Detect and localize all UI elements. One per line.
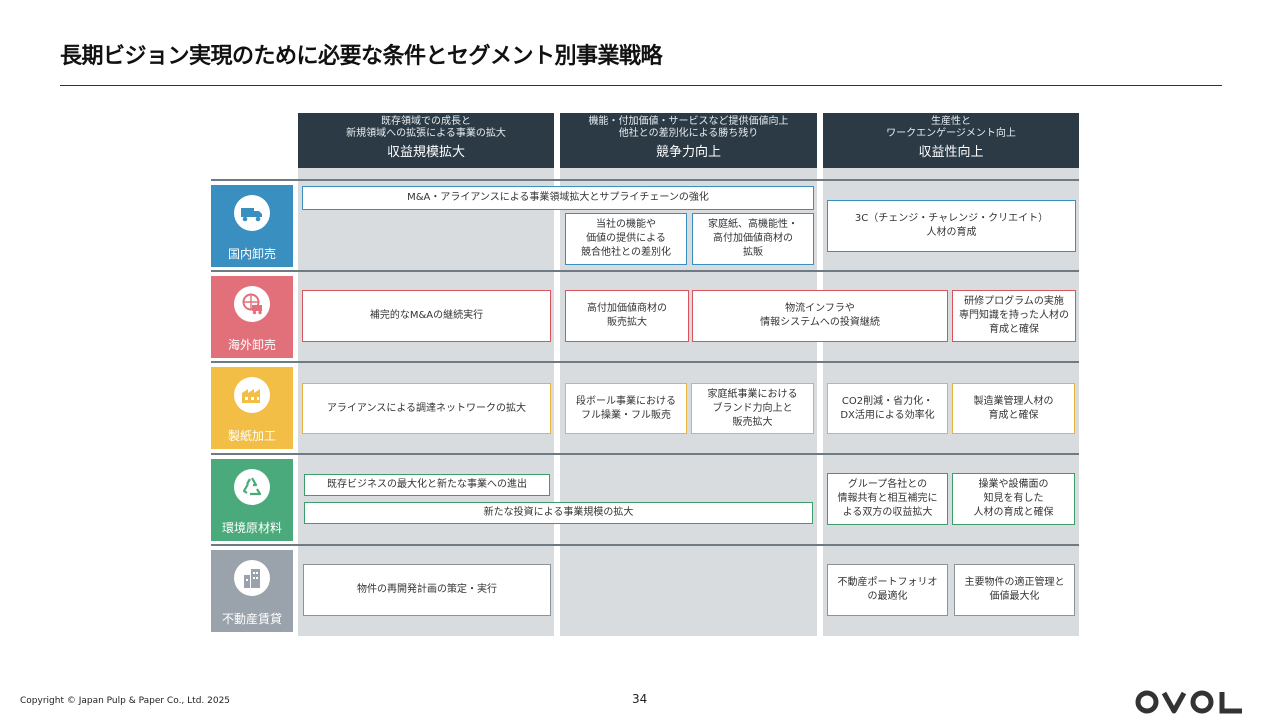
strategy-box-env-investment: 新たな投資による事業規模の拡大 bbox=[304, 502, 813, 524]
column-header-description: 機能・付加価値・サービスなど提供価値向上 他社との差別化による勝ち残り bbox=[588, 116, 789, 139]
column-header-title: 収益性向上 bbox=[918, 145, 984, 160]
segment-domestic-wholesale: 国内卸売 bbox=[211, 185, 293, 267]
segment-environmental-materials: 環境原材料 bbox=[211, 459, 293, 541]
strategy-box-env-hr: 操業や設備面の 知見を有した 人材の育成と確保 bbox=[952, 473, 1075, 525]
strategy-box-overseas-training: 研修プログラムの実施 専門知識を持った人材の 育成と確保 bbox=[952, 290, 1076, 342]
title-divider bbox=[60, 85, 1222, 86]
strategy-box-paper-household: 家庭紙事業における ブランド力向上と 販売拡大 bbox=[691, 383, 814, 434]
factory-icon bbox=[234, 377, 270, 413]
column-header-scale: 既存領域での成長と 新規領域への拡張による事業の拡大 収益規模拡大 bbox=[298, 113, 554, 168]
recycle-icon bbox=[234, 469, 270, 505]
strategy-box-domestic-household: 家庭紙、高機能性・ 高付加価値商材の 拡販 bbox=[692, 213, 814, 265]
column-header-description: 生産性と ワークエンゲージメント向上 bbox=[886, 116, 1016, 139]
segment-overseas-wholesale: 海外卸売 bbox=[211, 276, 293, 358]
page-number: 34 bbox=[632, 692, 648, 706]
building-icon bbox=[234, 560, 270, 596]
strategy-box-paper-co2: CO2削減・省力化・ DX活用による効率化 bbox=[827, 383, 948, 434]
page-title: 長期ビジョン実現のために必要な条件とセグメント別事業戦略 bbox=[60, 44, 663, 69]
strategy-box-domestic-3c: 3C（チェンジ・チャレンジ・クリエイト） 人材の育成 bbox=[827, 200, 1076, 252]
strategy-box-re-property: 主要物件の適正管理と 価値最大化 bbox=[954, 564, 1075, 616]
strategy-box-paper-hr: 製造業管理人材の 育成と確保 bbox=[952, 383, 1075, 434]
strategy-box-re-portfolio: 不動産ポートフォリオ の最適化 bbox=[827, 564, 948, 616]
strategy-box-overseas-logistics: 物流インフラや 情報システムへの投資継続 bbox=[692, 290, 948, 342]
row-divider bbox=[211, 270, 1079, 272]
strategy-box-env-group: グループ各社との 情報共有と相互補完に よる双方の収益拡大 bbox=[827, 473, 948, 525]
copyright-text: Copyright © Japan Pulp & Paper Co., Ltd.… bbox=[20, 696, 231, 706]
strategy-box-re-redevelop: 物件の再開発計画の策定・実行 bbox=[303, 564, 551, 616]
column-header-profitability: 生産性と ワークエンゲージメント向上 収益性向上 bbox=[823, 113, 1079, 168]
column-header-description: 既存領域での成長と 新規領域への拡張による事業の拡大 bbox=[346, 116, 506, 139]
strategy-box-overseas-value: 高付加価値商材の 販売拡大 bbox=[565, 290, 689, 342]
segment-label: 環境原材料 bbox=[221, 521, 282, 535]
truck-icon bbox=[234, 195, 270, 231]
segment-paper-processing: 製紙加工 bbox=[211, 367, 293, 449]
ovol-logo bbox=[1134, 688, 1246, 720]
segment-real-estate: 不動産賃貸 bbox=[211, 550, 293, 632]
strategy-box-paper-cardboard: 段ボール事業における フル操業・フル販売 bbox=[565, 383, 687, 434]
globe-truck-icon bbox=[234, 286, 270, 322]
strategy-box-overseas-ma: 補完的なM&Aの継続実行 bbox=[302, 290, 551, 342]
strategy-box-domestic-differentiation: 当社の機能や 価値の提供による 競合他社との差別化 bbox=[565, 213, 687, 265]
column-header-competitiveness: 機能・付加価値・サービスなど提供価値向上 他社との差別化による勝ち残り 競争力向… bbox=[560, 113, 817, 168]
segment-label: 海外卸売 bbox=[227, 338, 276, 352]
column-header-title: 収益規模拡大 bbox=[386, 145, 465, 160]
strategy-box-domestic-ma: M&A・アライアンスによる事業領域拡大とサプライチェーンの強化 bbox=[302, 186, 814, 210]
strategy-box-paper-alliance: アライアンスによる調達ネットワークの拡大 bbox=[302, 383, 551, 434]
row-divider bbox=[211, 361, 1079, 363]
column-header-title: 競争力向上 bbox=[655, 145, 721, 160]
segment-label: 製紙加工 bbox=[227, 429, 276, 443]
segment-label: 国内卸売 bbox=[227, 247, 276, 261]
segment-label: 不動産賃貸 bbox=[221, 612, 282, 626]
strategy-box-env-existing: 既存ビジネスの最大化と新たな事業への進出 bbox=[304, 474, 550, 496]
row-divider bbox=[211, 453, 1079, 455]
row-divider bbox=[211, 179, 1079, 181]
row-divider bbox=[211, 544, 1079, 546]
